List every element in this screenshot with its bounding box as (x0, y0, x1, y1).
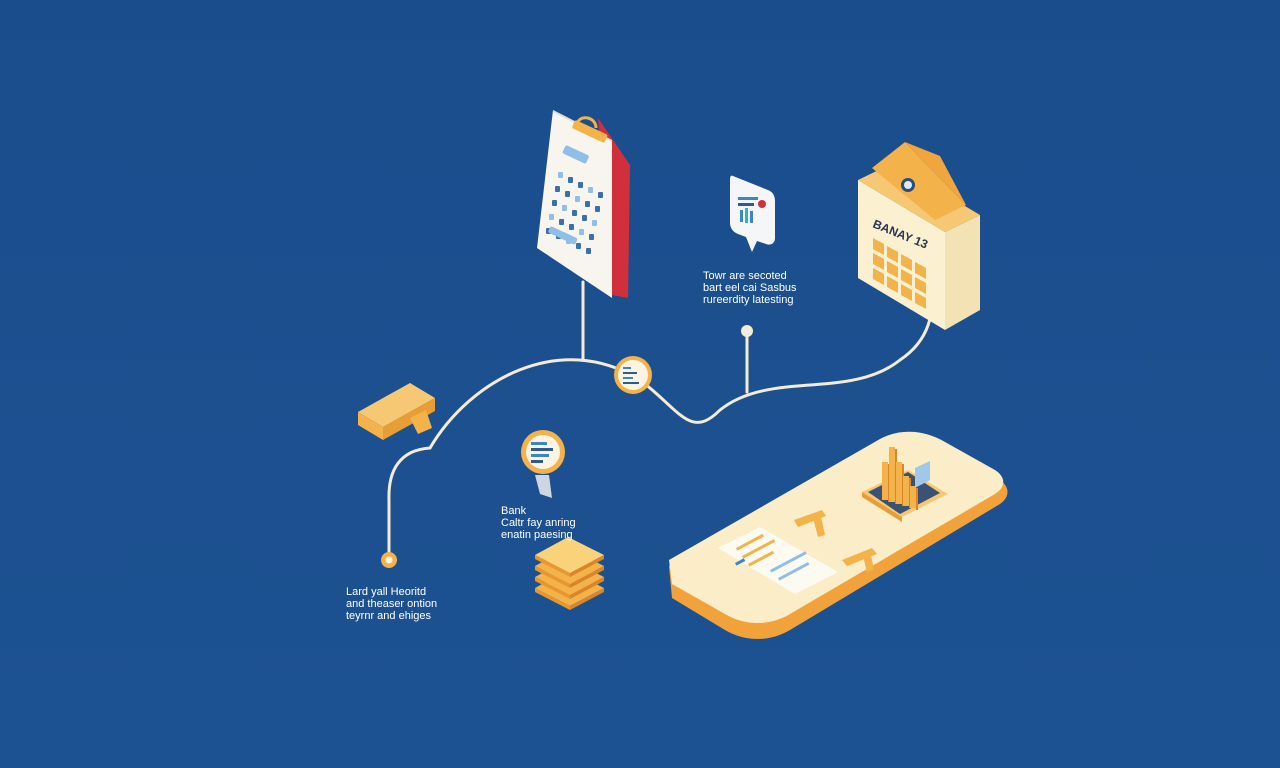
chat-bubble-icon (730, 175, 775, 252)
dashboard-platform-icon (669, 431, 1008, 639)
chat-pin-dot (741, 325, 753, 337)
note-bank: Bank Caltr fay anring enatin paesing (501, 505, 576, 541)
coin-stack-icon (535, 537, 604, 610)
calendar-icon (537, 110, 630, 298)
connector-lines (387, 280, 934, 558)
bank-building-icon: BANAY 13 (858, 142, 980, 330)
flow-curve (428, 288, 934, 450)
key-icon (358, 383, 435, 440)
note-left: Lard yall Heoritd and theaser ontion tey… (346, 586, 438, 622)
chart-badge-icon (614, 356, 652, 394)
key-drop-line (387, 446, 432, 558)
note-top: Towr are secoted bart eel cai Sasbus rur… (703, 270, 797, 306)
location-pin-icon (521, 430, 565, 498)
